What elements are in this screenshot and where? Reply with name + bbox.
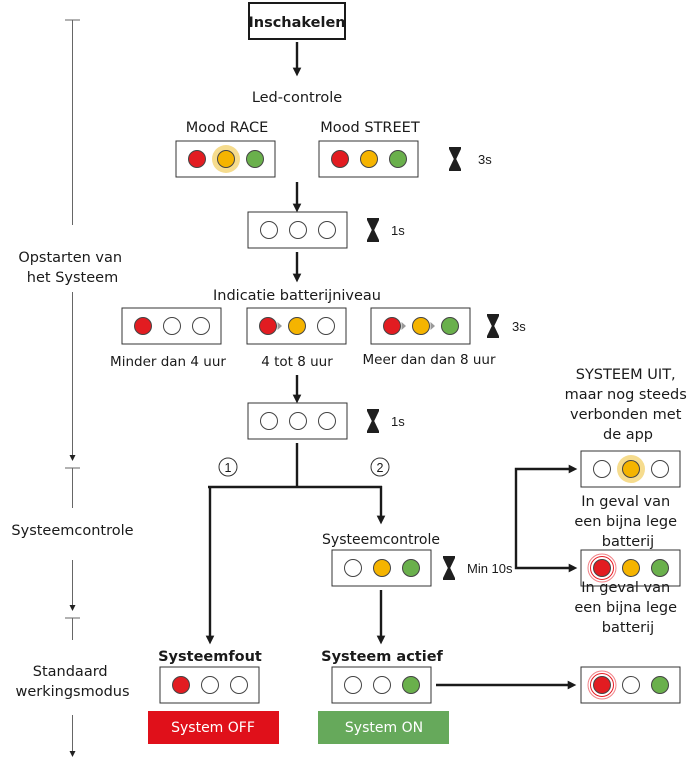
led-red-halo: [587, 553, 617, 583]
system-on-badge: [318, 711, 449, 744]
led-green: [441, 317, 459, 335]
led-yellow: [360, 150, 378, 168]
branch-connector: [208, 443, 382, 489]
system-check-title: Systeemcontrole: [322, 532, 440, 548]
led-red: [331, 150, 349, 168]
led-off: [192, 317, 210, 335]
led-red: [259, 317, 277, 335]
system-active-title: Systeem actief: [321, 649, 443, 665]
led-red: [383, 317, 401, 335]
led-off: [163, 317, 181, 335]
phase-label-startup: Opstarten van het Systeem: [18, 250, 126, 286]
start-box: [248, 2, 346, 40]
mood-street-label: Mood STREET: [320, 120, 420, 136]
branch-marker: [370, 457, 390, 477]
branch-number: 2: [377, 461, 384, 475]
phase-label-standard: Standaard werkingsmodus: [15, 664, 129, 700]
led-green: [402, 559, 420, 577]
led-off: [230, 676, 248, 694]
timer-label: 3s: [478, 152, 492, 167]
system-on-label: System ON: [345, 720, 423, 736]
sequence-arrow-icon: [401, 322, 406, 330]
battery-option-label: Minder dan 4 uur: [110, 354, 226, 370]
led-off: [317, 317, 335, 335]
phase-timeline: [65, 19, 80, 757]
led-off: [260, 412, 278, 430]
led-off: [373, 676, 391, 694]
led-off: [593, 460, 611, 478]
led-yellow: [373, 559, 391, 577]
branch-marker: [218, 457, 238, 477]
shutdown-title: SYSTEEM UIT, maar nog steeds verbonden m…: [565, 367, 692, 443]
led-yellow: [288, 317, 306, 335]
phase-label-check: Systeemcontrole: [11, 523, 133, 539]
led-red-halo: [587, 670, 617, 700]
led-yellow: [412, 317, 430, 335]
led-off: [318, 221, 336, 239]
flow-arrow: [514, 464, 578, 570]
timer-label: 1s: [391, 223, 405, 238]
start-label: Inschakelen: [248, 15, 345, 31]
led-green: [246, 150, 264, 168]
hourglass-icon: [449, 147, 461, 171]
led-off: [289, 412, 307, 430]
led-off: [344, 676, 362, 694]
led-green: [651, 676, 669, 694]
led-check-title: Led-controle: [252, 90, 342, 106]
led-off: [622, 676, 640, 694]
led-off: [344, 559, 362, 577]
led-red: [593, 559, 611, 577]
led-off: [289, 221, 307, 239]
led-red: [593, 676, 611, 694]
led-off: [201, 676, 219, 694]
battery-option-label: Meer dan dan 8 uur: [362, 352, 495, 368]
timer-label: Min 10s: [467, 561, 513, 576]
system-off-label: System OFF: [171, 720, 255, 736]
battery-option-label: 4 tot 8 uur: [261, 354, 333, 370]
led-red: [188, 150, 206, 168]
timer-label: 3s: [512, 319, 526, 334]
branch-number: 1: [225, 461, 232, 475]
low-battery-title: In geval van een bijna lege batterij: [574, 494, 681, 550]
battery-title: Indicatie batterijniveau: [213, 288, 381, 304]
hourglass-icon: [367, 409, 379, 433]
led-red: [134, 317, 152, 335]
system-fault-title: Systeemfout: [158, 649, 262, 665]
led-off: [318, 412, 336, 430]
led-off: [260, 221, 278, 239]
led-green: [651, 559, 669, 577]
hourglass-icon: [367, 218, 379, 242]
led-red: [172, 676, 190, 694]
timer-label: 1s: [391, 414, 405, 429]
led-yellow: [622, 460, 640, 478]
low-battery-active-title: In geval van een bijna lege batterij: [574, 580, 681, 636]
sequence-arrow-icon: [430, 322, 435, 330]
led-yellow: [217, 150, 235, 168]
led-green: [389, 150, 407, 168]
system-off-badge: [148, 711, 279, 744]
hourglass-icon: [487, 314, 499, 338]
hourglass-icon: [443, 556, 455, 580]
led-yellow: [622, 559, 640, 577]
mood-race-label: Mood RACE: [186, 120, 269, 136]
sequence-arrow-icon: [277, 322, 282, 330]
led-green: [402, 676, 420, 694]
led-off: [651, 460, 669, 478]
